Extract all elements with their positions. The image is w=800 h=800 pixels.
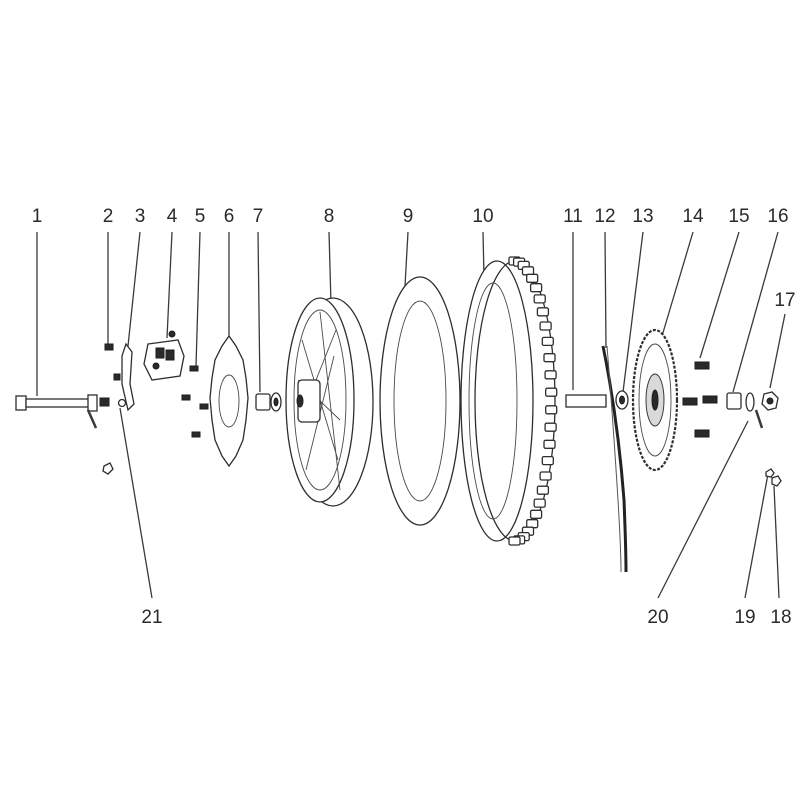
callout-8: 8 (324, 206, 335, 227)
callout-4: 4 (167, 206, 178, 227)
callout-7: 7 (253, 206, 264, 227)
tread-block (544, 422, 557, 432)
tread-block (533, 294, 546, 304)
callout-11: 11 (563, 206, 583, 227)
tread-block (529, 509, 543, 519)
tread-block (541, 336, 554, 347)
callout-16: 16 (767, 206, 788, 227)
tread-block (545, 405, 558, 415)
rear-sprocket (631, 328, 679, 472)
callout-18: 18 (770, 607, 791, 628)
tread-block (521, 266, 535, 276)
callout-15: 15 (728, 206, 749, 227)
axle-spacer-right (726, 392, 742, 410)
wheel-spacer (255, 392, 282, 412)
tread-block (533, 498, 546, 508)
caliper-fasteners (86, 343, 127, 475)
disc-bolts (181, 365, 209, 438)
bearing (615, 390, 629, 410)
callout-12: 12 (594, 206, 615, 227)
tread-block (544, 370, 557, 380)
brake-caliper (143, 330, 185, 381)
tread-block (526, 519, 539, 529)
callout-5: 5 (195, 206, 206, 227)
tread-block (543, 439, 556, 449)
callout-21: 21 (141, 607, 162, 628)
leader-lines (36, 231, 786, 599)
callout-20: 20 (647, 607, 668, 628)
callout-10: 10 (472, 206, 493, 227)
callout-19: 19 (734, 607, 755, 628)
callout-13: 13 (632, 206, 653, 227)
callout-14: 14 (682, 206, 704, 227)
drive-chain (601, 345, 628, 573)
callout-6: 6 (224, 206, 235, 227)
callout-labels: 1 2 3 4 5 6 7 8 9 10 11 12 13 14 15 16 1… (32, 206, 796, 628)
inner-tube (379, 276, 461, 526)
chain-adjuster (745, 392, 764, 429)
tread-block (545, 387, 558, 397)
callout-2: 2 (103, 206, 114, 227)
callout-3: 3 (135, 206, 146, 227)
wheel-rim (285, 297, 374, 507)
tread-block (539, 471, 552, 481)
tread-block (539, 321, 552, 331)
tread-block (541, 455, 554, 466)
tire (460, 256, 558, 546)
callout-17: 17 (774, 290, 795, 311)
tread-block (543, 353, 556, 363)
axle-sleeve (565, 394, 607, 408)
tread-block (536, 307, 550, 317)
caliper-bracket (121, 342, 135, 412)
axle-bolt (15, 394, 98, 412)
tread-block (508, 536, 521, 546)
tread-block (526, 273, 539, 283)
callout-9: 9 (403, 206, 414, 227)
axle-nut (761, 391, 779, 411)
cotter-pin (765, 468, 782, 487)
tread-block (529, 283, 543, 293)
brake-disc (209, 334, 249, 468)
sprocket-bolts (682, 361, 718, 438)
tire-tread (508, 256, 558, 546)
tread-block (536, 485, 550, 495)
callout-1: 1 (32, 206, 43, 227)
